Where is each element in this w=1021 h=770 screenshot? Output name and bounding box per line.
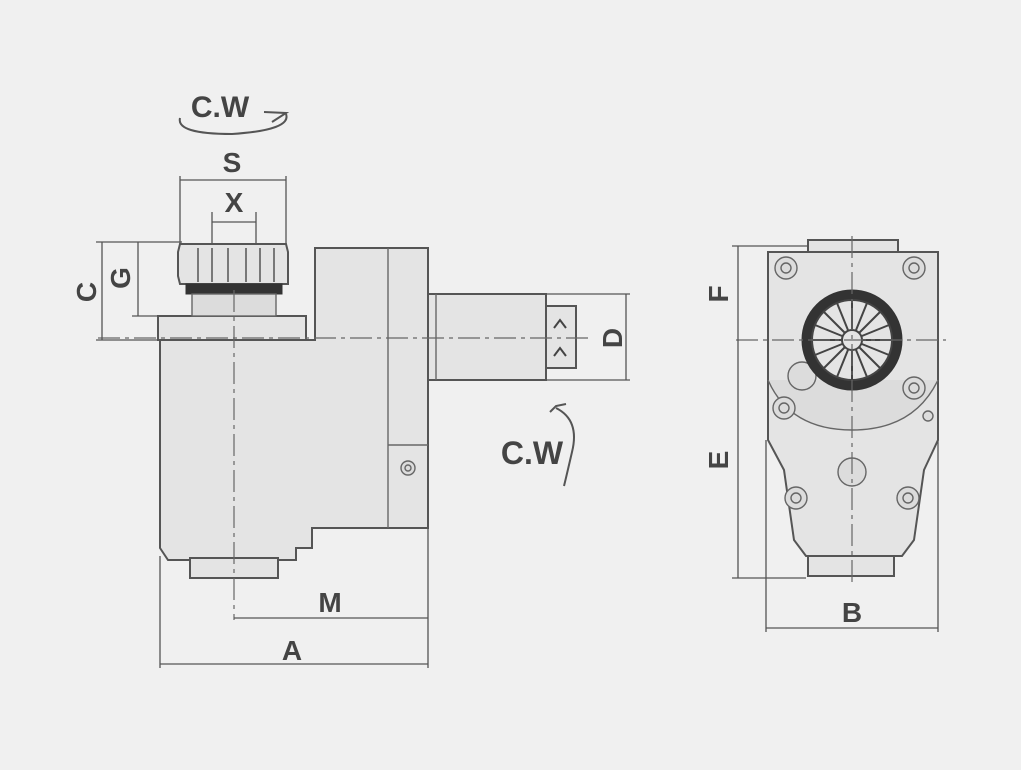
locating-hole [787,361,817,391]
dim-f-label: F [703,285,734,302]
front-spigot [807,555,895,577]
front-view: F E B [703,236,946,632]
dim-c-label: C [71,282,102,302]
dim-e-label: E [703,451,734,470]
flange-bolt-inner [404,464,412,472]
dim-m-label: M [318,587,341,618]
dim-a-label: A [282,635,302,666]
collet-slots [197,248,275,282]
rotation-top-label: C.W [191,91,250,124]
dim-g-label: G [105,267,136,289]
small-hole [922,410,934,422]
rotation-right-label: C.W [501,435,564,471]
output-shaft [427,293,547,381]
dim-s-label: S [223,147,242,178]
tool-body [159,247,429,561]
key-teeth [553,318,567,357]
rotation-top-arrow [178,113,288,136]
dim-x-label: X [225,187,244,218]
top-tab [807,239,899,253]
dim-d-label: D [597,328,628,348]
collet-plate [157,315,307,341]
rotation-right-arrow [555,407,575,487]
dim-b-label: B [842,597,862,628]
side-view: S X C.W C G D C.W M A [71,91,630,668]
collet-nut [177,243,289,285]
housing-bolts [772,256,926,510]
shaft-key [545,305,577,369]
